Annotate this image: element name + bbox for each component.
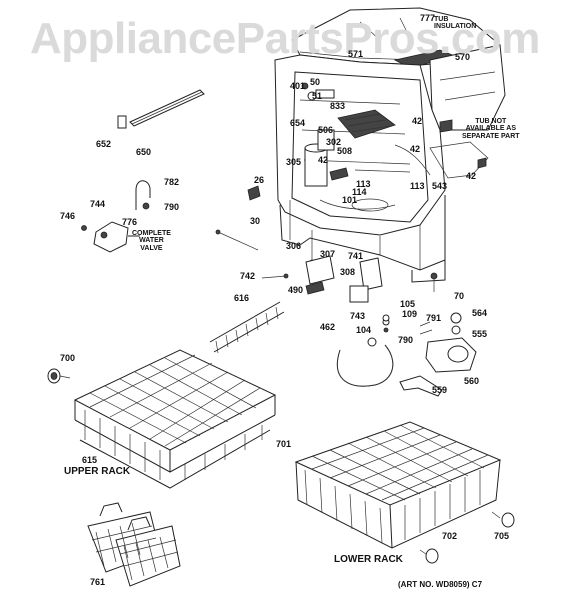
part-label: 701: [276, 439, 292, 449]
part-label: 113: [356, 179, 371, 189]
part-label: 833: [330, 101, 346, 111]
water-valve: [81, 180, 151, 253]
mid-parts: [215, 185, 438, 303]
part-label: 306: [286, 241, 302, 251]
part-label: 109: [402, 309, 418, 319]
part-label: 570: [455, 52, 471, 62]
part-label: 104: [356, 325, 372, 335]
part-label: 42: [410, 144, 421, 154]
part-label: 791: [426, 313, 442, 323]
drain-pump-560: [399, 312, 477, 397]
part-label: 615: [82, 455, 98, 465]
tub: [274, 7, 506, 283]
part-label: 308: [340, 267, 356, 277]
section-upper-rack: UPPER RACK: [64, 466, 131, 477]
part-label: 702: [442, 531, 458, 541]
part-label: 70: [454, 291, 465, 301]
part-label: 305: [286, 157, 302, 167]
part-label: 559: [432, 385, 448, 395]
part-label: 302: [326, 137, 342, 147]
part-label: 777: [420, 13, 436, 23]
part-label: 700: [60, 353, 76, 363]
part-label: 26: [254, 175, 265, 185]
part-label: 616: [234, 293, 250, 303]
part-label: 790: [398, 335, 414, 345]
silverware-basket: [87, 502, 181, 587]
roller-700: [47, 368, 71, 384]
part-label: 705: [494, 531, 510, 541]
part-label: 30: [250, 216, 261, 226]
part-label: 114: [352, 187, 367, 197]
rail-650: [117, 89, 205, 129]
part-label: 744: [90, 199, 106, 209]
part-label: 101: [342, 195, 358, 205]
part-label: 741: [348, 251, 364, 261]
drain-hose: [337, 314, 394, 387]
part-label: 743: [350, 311, 366, 321]
part-label: 555: [472, 329, 488, 339]
part-label: 113: [410, 181, 425, 191]
part-label: 761: [90, 577, 106, 587]
part-label: 50: [310, 77, 321, 87]
upper-rack: [73, 349, 277, 489]
watermark: AppliancePartsPros.com: [30, 14, 540, 63]
rack-rail-616: [209, 301, 285, 354]
part-label: 105: [400, 299, 416, 309]
part-label: 564: [472, 308, 488, 318]
note-tub-insulation: TUB INSULATION: [434, 16, 477, 31]
part-label: 746: [60, 211, 76, 221]
lower-rack: [294, 421, 515, 564]
note-tub-not-available: TUB NOT AVAILABLE AS SEPARATE PART: [462, 118, 520, 140]
part-label: 790: [164, 202, 180, 212]
part-label: 571: [348, 49, 364, 59]
part-label: 401: [290, 81, 306, 91]
part-label: 742: [240, 271, 256, 281]
part-label: 490: [288, 285, 304, 295]
part-label: 654: [290, 118, 306, 128]
part-label: 508: [337, 146, 353, 156]
part-label: 307: [320, 249, 336, 259]
note-complete-water-valve: COMPLETE WATER VALVE: [132, 230, 171, 252]
part-label: 462: [320, 322, 336, 332]
part-label: 782: [164, 177, 180, 187]
part-label: 506: [318, 125, 334, 135]
part-label: 560: [464, 376, 480, 386]
part-label: 42: [318, 155, 329, 165]
section-lower-rack: LOWER RACK: [334, 554, 403, 565]
part-label: 51: [312, 91, 323, 101]
part-label: 776: [122, 217, 138, 227]
part-label: 650: [136, 147, 152, 157]
part-label: 42: [412, 116, 423, 126]
art-number: (ART NO. WD8059) C7: [398, 580, 483, 589]
part-label: 42: [466, 171, 477, 181]
part-label: 543: [432, 181, 448, 191]
part-label: 652: [96, 139, 112, 149]
